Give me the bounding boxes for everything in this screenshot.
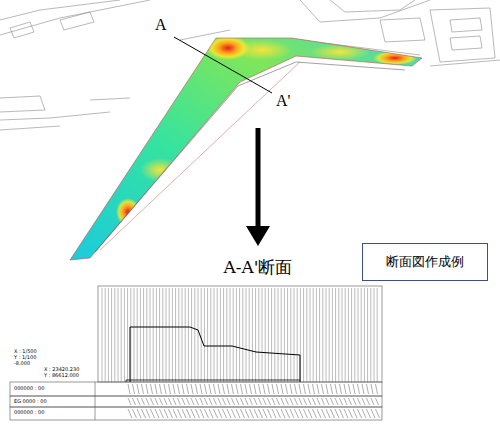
section-line [174, 37, 272, 93]
row-header: 000000 : 00 [14, 386, 44, 392]
inner-line [95, 62, 405, 252]
scale-note: Y : 1/100 [14, 355, 36, 361]
section-mark: A' [276, 92, 290, 110]
section-mark: A [155, 16, 167, 34]
heat-map [60, 30, 430, 265]
caption-text: 断面図作成例 [386, 253, 464, 271]
coordinate-note: Y : 86612.000 [44, 373, 79, 379]
map-outlines [0, 0, 500, 250]
region-outline [70, 38, 422, 260]
coordinate-note: X : 23420.230 [44, 367, 79, 373]
arrow-shaft [256, 128, 261, 228]
arrow-head [246, 226, 270, 246]
datum-note: -8.000 [14, 361, 30, 367]
caption-box: 断面図作成例 [362, 243, 488, 281]
row-header: 000000 : 00 [14, 410, 44, 416]
scale-note: X : 1/500 [14, 349, 37, 355]
row-header: EG 0000 : 00 [14, 399, 47, 405]
section-title: A-A'断面 [224, 258, 293, 277]
cross-section [10, 286, 382, 420]
